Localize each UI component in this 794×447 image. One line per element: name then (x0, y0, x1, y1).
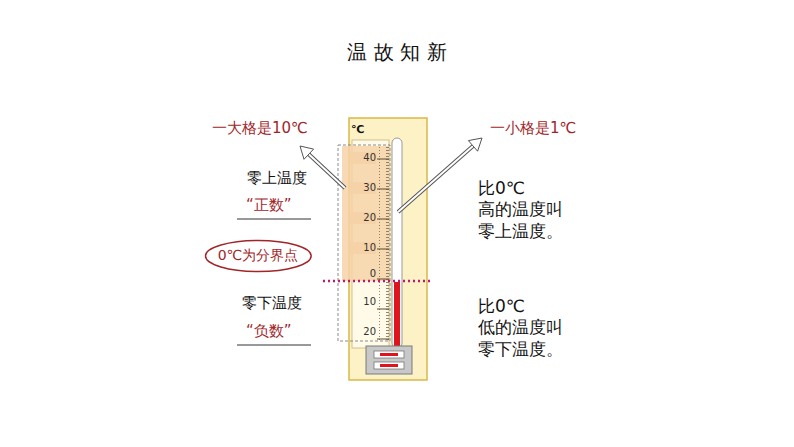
callout-bubble: 0℃为分界点 (204, 239, 313, 273)
tick-number: 10 (350, 242, 376, 254)
leader-arrow (398, 138, 482, 212)
answer-text: “负数” (246, 322, 292, 340)
scale-note: 一小格是1℃ (490, 119, 576, 137)
answer-underline (237, 219, 311, 220)
bulb-housing (366, 346, 412, 374)
glass-tube (392, 138, 402, 348)
zero-boundary-line (323, 280, 430, 283)
scale-note: 一大格是10℃ (212, 119, 308, 137)
liquid-column (394, 282, 400, 348)
callout-text: 0℃为分界点 (218, 247, 299, 265)
tick-number: 0 (350, 268, 376, 280)
term-label: 零下温度 (242, 294, 302, 312)
answer-underline (237, 345, 311, 346)
unit-label: ℃ (351, 123, 364, 136)
tick-number: 40 (350, 152, 376, 164)
tick-number: 10 (350, 296, 376, 308)
tick-number: 20 (350, 212, 376, 224)
term-label: 零上温度 (247, 169, 307, 187)
answer-text: “正数” (246, 196, 292, 214)
slide-title: 温 故 知 新 (0, 40, 794, 64)
tick-number: 20 (350, 326, 376, 338)
definition-note: 比0℃低的温度叫 零下温度。 (478, 296, 498, 360)
dashed-frame (338, 145, 390, 341)
major-ticks (377, 159, 389, 339)
minor-ticks (379, 146, 389, 341)
tick-number: 30 (350, 182, 376, 194)
definition-note: 比0℃高的温度叫 零上温度。 (478, 178, 498, 242)
